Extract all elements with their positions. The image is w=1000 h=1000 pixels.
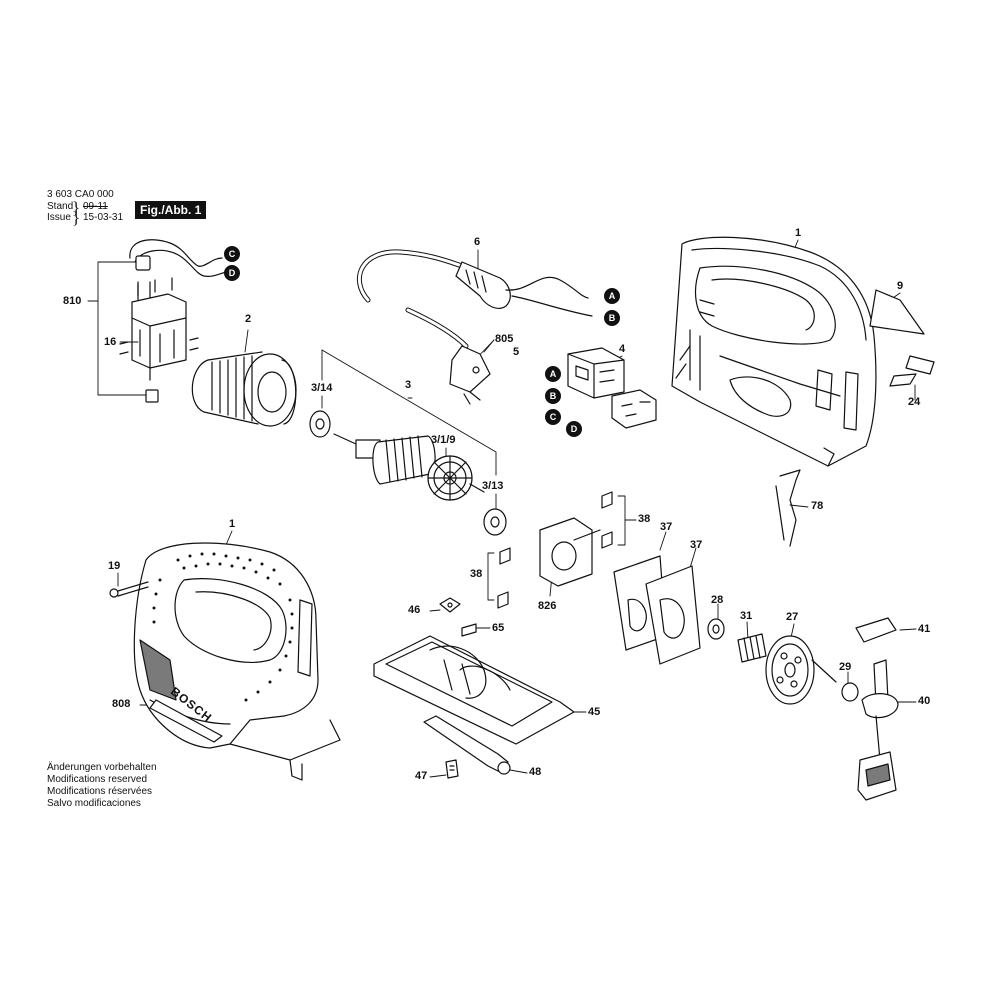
switch: [567, 347, 657, 429]
label-part-3-13: 3/13: [482, 480, 504, 492]
label-part-9: 9: [897, 280, 904, 292]
screw: [109, 581, 149, 598]
handle-housing: [133, 542, 341, 781]
note-line: Salvo modificaciones: [47, 798, 141, 809]
square-nut: [439, 597, 461, 613]
label-part-31: 31: [740, 610, 753, 622]
bearing-plate: [539, 517, 601, 587]
gear-wheel: [765, 635, 837, 705]
label-part-16: 16: [104, 336, 117, 348]
power-cord: [356, 249, 593, 405]
terminal-block: [119, 277, 199, 403]
label-part-78: 78: [811, 500, 824, 512]
label-part-19: 19: [108, 560, 121, 572]
pinion: [737, 633, 767, 663]
wiring-harness: [129, 239, 229, 301]
brace: }: [72, 198, 81, 217]
marker-b-cord: B: [604, 310, 620, 326]
label-part-1-housing: 1: [795, 227, 802, 239]
bearing-front: [483, 508, 507, 536]
label-part-805: 805: [495, 333, 514, 345]
label-part-37-b: 37: [690, 539, 703, 551]
brace: }: [72, 208, 81, 227]
label-part-24: 24: [908, 396, 921, 408]
figure-label: Fig./Abb. 1: [135, 201, 207, 220]
label-part-65: 65: [492, 622, 505, 634]
chip-deflector: [889, 355, 935, 387]
roller: [841, 682, 859, 702]
marker-a-switch: A: [545, 366, 561, 382]
marker-d-switch: D: [566, 421, 582, 437]
label-part-47: 47: [415, 770, 428, 782]
marker-d-harness: D: [224, 265, 240, 281]
motor-housing: [671, 236, 877, 467]
label-part-6: 6: [474, 236, 481, 248]
label-part-3-14: 3/14: [311, 382, 333, 394]
label-part-27: 27: [786, 611, 799, 623]
label-part-38-a: 38: [638, 513, 651, 525]
label-part-1-handle: 1: [229, 518, 236, 530]
label-part-29: 29: [839, 661, 852, 673]
label-part-810: 810: [63, 295, 82, 307]
stator: [191, 351, 297, 427]
armature: [333, 433, 485, 501]
note-line: Modifications reserved: [47, 774, 148, 785]
wire-spring: [775, 469, 801, 547]
label-part-40: 40: [918, 695, 931, 707]
label-part-48: 48: [529, 766, 542, 778]
clips: [497, 491, 613, 609]
guard-plate: [869, 289, 925, 335]
note-line: Modifications réservées: [47, 786, 153, 797]
note-line: Änderungen vorbehalten: [47, 762, 157, 773]
label-part-826: 826: [538, 600, 557, 612]
notes: Änderungen vorbehalten Modifications res…: [47, 762, 157, 810]
stand-value: 09-11: [83, 201, 108, 212]
label-part-38-b: 38: [470, 568, 483, 580]
spacer: [461, 623, 477, 637]
stroke-rod: [855, 617, 899, 801]
base-plate: [373, 635, 575, 745]
label-part-5: 5: [513, 346, 520, 358]
clamp-screw: [445, 759, 459, 779]
label-part-2: 2: [245, 313, 252, 325]
label-part-3: 3: [405, 379, 412, 391]
washer: [707, 618, 725, 640]
label-part-41: 41: [918, 623, 931, 635]
marker-b-switch: B: [545, 388, 561, 404]
label-part-28: 28: [711, 594, 724, 606]
gasket-plates: [613, 555, 701, 665]
label-part-46: 46: [408, 604, 421, 616]
bearing-rear: [309, 410, 331, 438]
issue-value: 15-03-31: [83, 212, 124, 223]
marker-c-switch: C: [545, 409, 561, 425]
lever: [423, 715, 511, 775]
issue-label: Issue: [47, 212, 71, 223]
stand-label: Stand: [47, 201, 74, 212]
marker-c-harness: C: [224, 246, 240, 262]
label-part-37-a: 37: [660, 521, 673, 533]
label-part-808: 808: [112, 698, 131, 710]
label-part-45: 45: [588, 706, 601, 718]
document-number: 3 603 CA0 000: [47, 189, 114, 200]
base-wedge: [149, 699, 223, 743]
label-part-3-1-9: 3/1/9: [431, 434, 456, 446]
label-part-4: 4: [619, 343, 626, 355]
marker-a-cord: A: [604, 288, 620, 304]
